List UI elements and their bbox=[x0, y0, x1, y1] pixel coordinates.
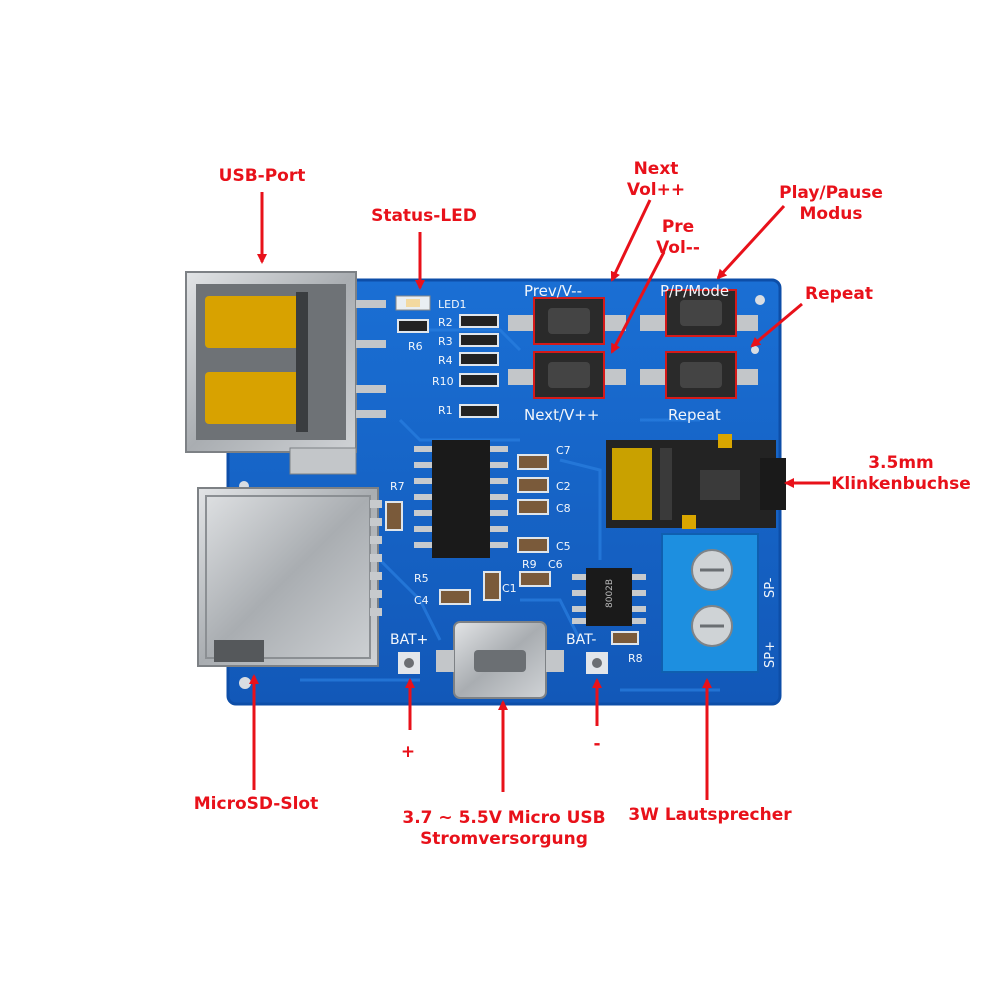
label-status-led: Status-LED bbox=[371, 206, 477, 226]
arrow-repeat bbox=[750, 302, 803, 348]
button-prev bbox=[508, 297, 626, 345]
arrow-next bbox=[610, 199, 652, 282]
silk-r4: R4 bbox=[438, 354, 453, 367]
silkscreen-labels: Prev/V-- P/P/Mode Next/V++ Repeat LED1 R… bbox=[390, 282, 778, 668]
silk-r3: R3 bbox=[438, 335, 453, 348]
silk-r5: R5 bbox=[414, 572, 429, 585]
silk-sp-plus: SP+ bbox=[763, 641, 778, 668]
label-repeat: Repeat bbox=[805, 284, 873, 304]
silk-c8: C8 bbox=[556, 502, 571, 515]
silk-led1: LED1 bbox=[438, 298, 467, 311]
capacitors bbox=[385, 454, 639, 645]
silk-c7: C7 bbox=[556, 444, 571, 457]
usb-port bbox=[185, 271, 386, 475]
silk-prev: Prev/V-- bbox=[524, 282, 582, 300]
label-pre-vol: Pre Vol-- bbox=[656, 217, 700, 258]
button-repeat bbox=[640, 351, 758, 399]
silk-c5: C5 bbox=[556, 540, 571, 553]
silk-r10: R10 bbox=[432, 375, 454, 388]
button-next bbox=[508, 351, 626, 399]
audio-jack bbox=[606, 434, 786, 529]
decoder-chip bbox=[414, 440, 508, 558]
silk-repeat: Repeat bbox=[668, 406, 721, 424]
silk-c1: C1 bbox=[502, 582, 517, 595]
resistor-array bbox=[397, 314, 499, 418]
label-microsd: MicroSD-Slot bbox=[193, 794, 319, 814]
silk-bat-plus: BAT+ bbox=[390, 632, 428, 648]
silk-r2: R2 bbox=[438, 316, 453, 329]
silk-c2: C2 bbox=[556, 480, 571, 493]
silk-r7: R7 bbox=[390, 480, 405, 493]
callout-arrows bbox=[249, 192, 830, 800]
label-speaker: 3W Lautsprecher bbox=[628, 805, 792, 825]
label-usb-port: USB-Port bbox=[218, 166, 306, 186]
silk-c4: C4 bbox=[414, 594, 429, 607]
label-power: 3.7 ~ 5.5V Micro USB Stromversorgung bbox=[402, 808, 606, 849]
label-jack: 3.5mm Klinkenbuchse bbox=[831, 453, 971, 494]
micro-usb-connector bbox=[436, 621, 564, 699]
terminal-block bbox=[661, 533, 759, 673]
silk-next: Next/V++ bbox=[524, 406, 599, 424]
silk-r6: R6 bbox=[408, 340, 423, 353]
silk-r1: R1 bbox=[438, 404, 453, 417]
microsd-slot bbox=[197, 487, 382, 667]
amplifier-chip bbox=[572, 568, 646, 626]
label-next-vol: Next Vol++ bbox=[626, 159, 686, 200]
silk-bat-minus: BAT- bbox=[566, 632, 596, 648]
arrow-play-pause bbox=[716, 204, 786, 280]
label-bat-plus: + bbox=[400, 742, 416, 762]
silk-amp-chip: 8002B bbox=[605, 579, 615, 608]
silk-sp-minus: SP- bbox=[763, 577, 778, 598]
battery-pads bbox=[398, 652, 608, 674]
silk-c6: C6 bbox=[548, 558, 563, 571]
silk-r9: R9 bbox=[522, 558, 537, 571]
silk-r8: R8 bbox=[628, 652, 643, 665]
arrow-pre bbox=[610, 251, 666, 354]
status-led-part bbox=[395, 295, 431, 311]
label-bat-minus: - bbox=[593, 734, 601, 754]
button-play-pause bbox=[640, 289, 758, 337]
label-play-pause: Play/Pause Modus bbox=[779, 183, 883, 224]
silk-pp-mode: P/P/Mode bbox=[660, 282, 729, 300]
pcb-traces bbox=[300, 328, 720, 692]
